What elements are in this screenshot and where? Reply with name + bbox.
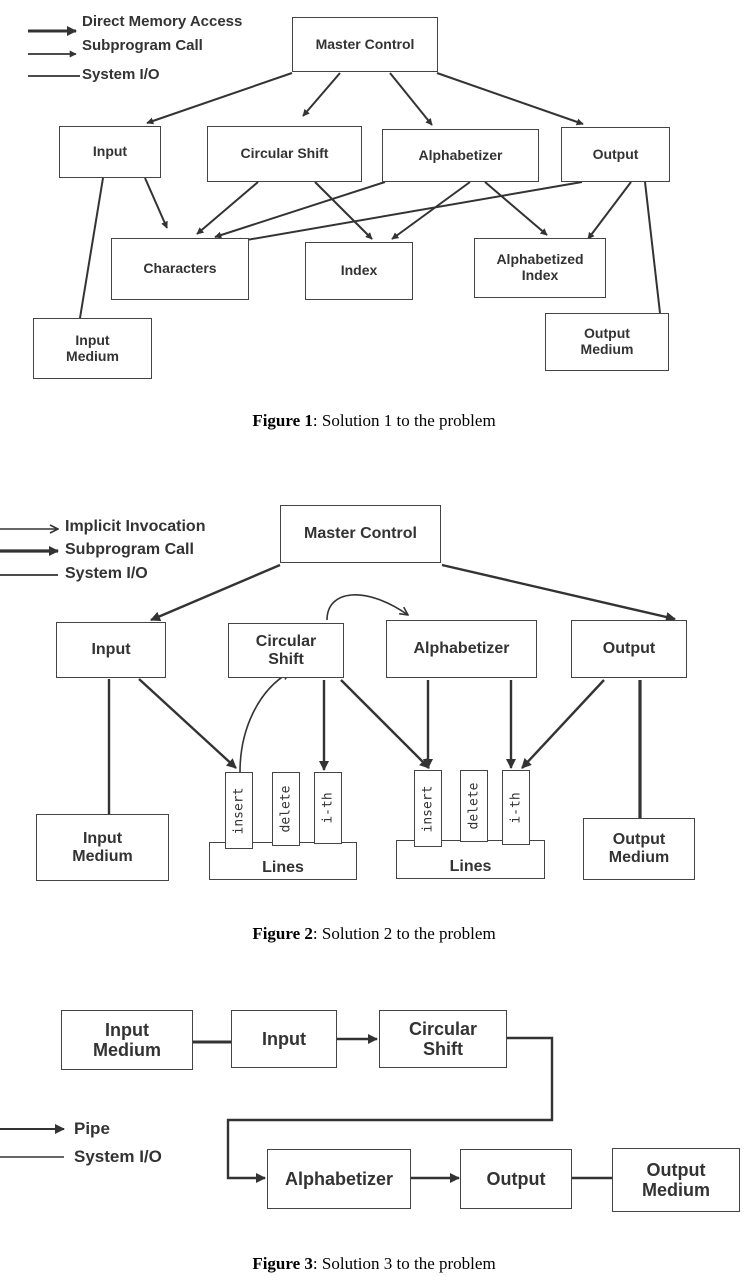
fig2-legend-system-io: System I/O	[65, 565, 148, 582]
fig2-caption: Figure 2: Solution 2 to the problem	[0, 924, 748, 944]
fig2-lines-1-ith-label: i-th	[320, 792, 336, 824]
fig3-input-medium-line1: Input	[105, 1019, 149, 1040]
fig2-alphabetizer-label: Alphabetizer	[413, 640, 510, 658]
fig1-output-module: Output	[561, 127, 670, 182]
fig3-legend-system-io: System I/O	[74, 1147, 162, 1166]
fig1-master-control-label: Master Control	[315, 35, 415, 52]
fig2-alphabetizer-module: Alphabetizer	[386, 620, 537, 678]
fig2-legend-implicit-invocation: Implicit Invocation	[65, 518, 206, 535]
fig3-legend-pipe: Pipe	[74, 1119, 110, 1138]
fig3-output-filter: Output	[460, 1149, 572, 1209]
fig2-lines-2-delete-op: delete	[460, 770, 488, 842]
fig3-caption-text: : Solution 3 to the problem	[312, 1254, 496, 1273]
fig1-connectors	[79, 72, 661, 319]
fig2-circular-shift-line1: Circular	[255, 632, 317, 650]
fig2-master-control-label: Master Control	[304, 525, 417, 543]
fig3-caption: Figure 3: Solution 3 to the problem	[0, 1254, 748, 1274]
fig2-lines-2-delete-label: delete	[466, 782, 482, 830]
fig2-output-label: Output	[602, 640, 656, 658]
fig2-master-control: Master Control	[280, 505, 441, 563]
fig3-connectors	[193, 1034, 612, 1183]
fig1-legend-dma: Direct Memory Access	[82, 13, 243, 30]
fig2-connectors	[107, 563, 676, 818]
fig3-input-label: Input	[262, 1028, 306, 1049]
fig2-input-medium-line2: Medium	[72, 847, 133, 865]
fig3-alphabetizer-filter: Alphabetizer	[267, 1149, 411, 1209]
fig1-output-label: Output	[592, 145, 639, 162]
fig1-index-label: Index	[340, 262, 378, 279]
fig2-lines-1-label: Lines	[262, 859, 304, 876]
fig2-input-label: Input	[91, 641, 131, 659]
fig1-alphabetized-index-line2: Index	[521, 267, 559, 283]
fig1-master-control: Master Control	[292, 17, 438, 72]
fig3-output-medium-line2: Medium	[641, 1180, 710, 1200]
fig3-output-label: Output	[486, 1168, 546, 1189]
fig1-legend-lines	[28, 26, 80, 77]
fig2-lines-1-insert-label: insert	[231, 787, 247, 834]
fig2-lines-2-ith-label: i-th	[508, 791, 524, 824]
fig2-circular-shift-line2: Shift	[268, 650, 304, 668]
fig1-input-medium-line2: Medium	[66, 347, 119, 364]
fig2-legend-lines	[0, 529, 59, 576]
fig2-input-medium-line1: Input	[82, 829, 123, 847]
fig1-input-module: Input	[59, 126, 161, 178]
fig2-lines-1-delete-label: delete	[278, 785, 294, 833]
fig3-circular-shift-line1: Circular	[408, 1018, 478, 1039]
fig1-caption-label: Figure 1	[252, 411, 313, 430]
fig1-alphabetizer-label: Alphabetizer	[418, 146, 503, 163]
fig2-output-medium-line2: Medium	[608, 849, 670, 866]
fig1-output-medium-line2: Medium	[580, 341, 634, 357]
fig2-lines-1-ith-op: i-th	[314, 772, 342, 844]
fig2-caption-label: Figure 2	[252, 924, 313, 943]
fig2-lines-2-insert-op: insert	[414, 770, 442, 847]
fig3-output-medium-line1: Output	[646, 1159, 706, 1180]
fig1-alphabetizer-module: Alphabetizer	[382, 129, 539, 182]
fig1-legend-subprogram-call: Subprogram Call	[82, 37, 203, 54]
fig3-alphabetizer-label: Alphabetizer	[284, 1168, 394, 1189]
fig2-input-module: Input	[56, 622, 166, 678]
fig1-characters-label: Characters	[143, 260, 217, 277]
fig3-legend-lines	[0, 1124, 65, 1158]
fig2-lines-2-ith-op: i-th	[502, 770, 530, 845]
fig1-index-module: Index	[305, 242, 413, 300]
fig1-output-medium-line1: Output	[584, 325, 630, 342]
fig2-output-medium-line1: Output	[612, 831, 666, 849]
fig2-output-module: Output	[571, 620, 687, 678]
fig1-input-label: Input	[92, 143, 128, 160]
fig2-caption-text: : Solution 2 to the problem	[312, 924, 496, 943]
fig1-caption-text: : Solution 1 to the problem	[312, 411, 496, 430]
fig2-legend-subprogram-call: Subprogram Call	[65, 541, 194, 558]
fig1-alphabetized-index-line1: Alphabetized	[496, 251, 584, 268]
fig3-input-filter: Input	[231, 1010, 337, 1068]
fig2-lines-1-delete-op: delete	[272, 772, 300, 846]
fig1-circular-shift-module: Circular Shift	[207, 126, 362, 182]
fig1-legend-system-io: System I/O	[82, 66, 160, 83]
fig1-circular-shift-label: Circular Shift	[240, 145, 329, 162]
fig3-input-medium-line2: Medium	[92, 1040, 161, 1060]
fig1-caption: Figure 1: Solution 1 to the problem	[0, 411, 748, 431]
fig1-characters-module: Characters	[111, 238, 249, 300]
fig1-input-medium-line1: Input	[75, 331, 110, 348]
fig2-lines-2-label: Lines	[449, 858, 492, 875]
fig2-lines-2-insert-label: insert	[420, 785, 436, 832]
fig3-caption-label: Figure 3	[252, 1254, 313, 1273]
fig2-lines-1-insert-op: insert	[225, 772, 253, 849]
fig3-circular-shift-line2: Shift	[423, 1039, 463, 1059]
